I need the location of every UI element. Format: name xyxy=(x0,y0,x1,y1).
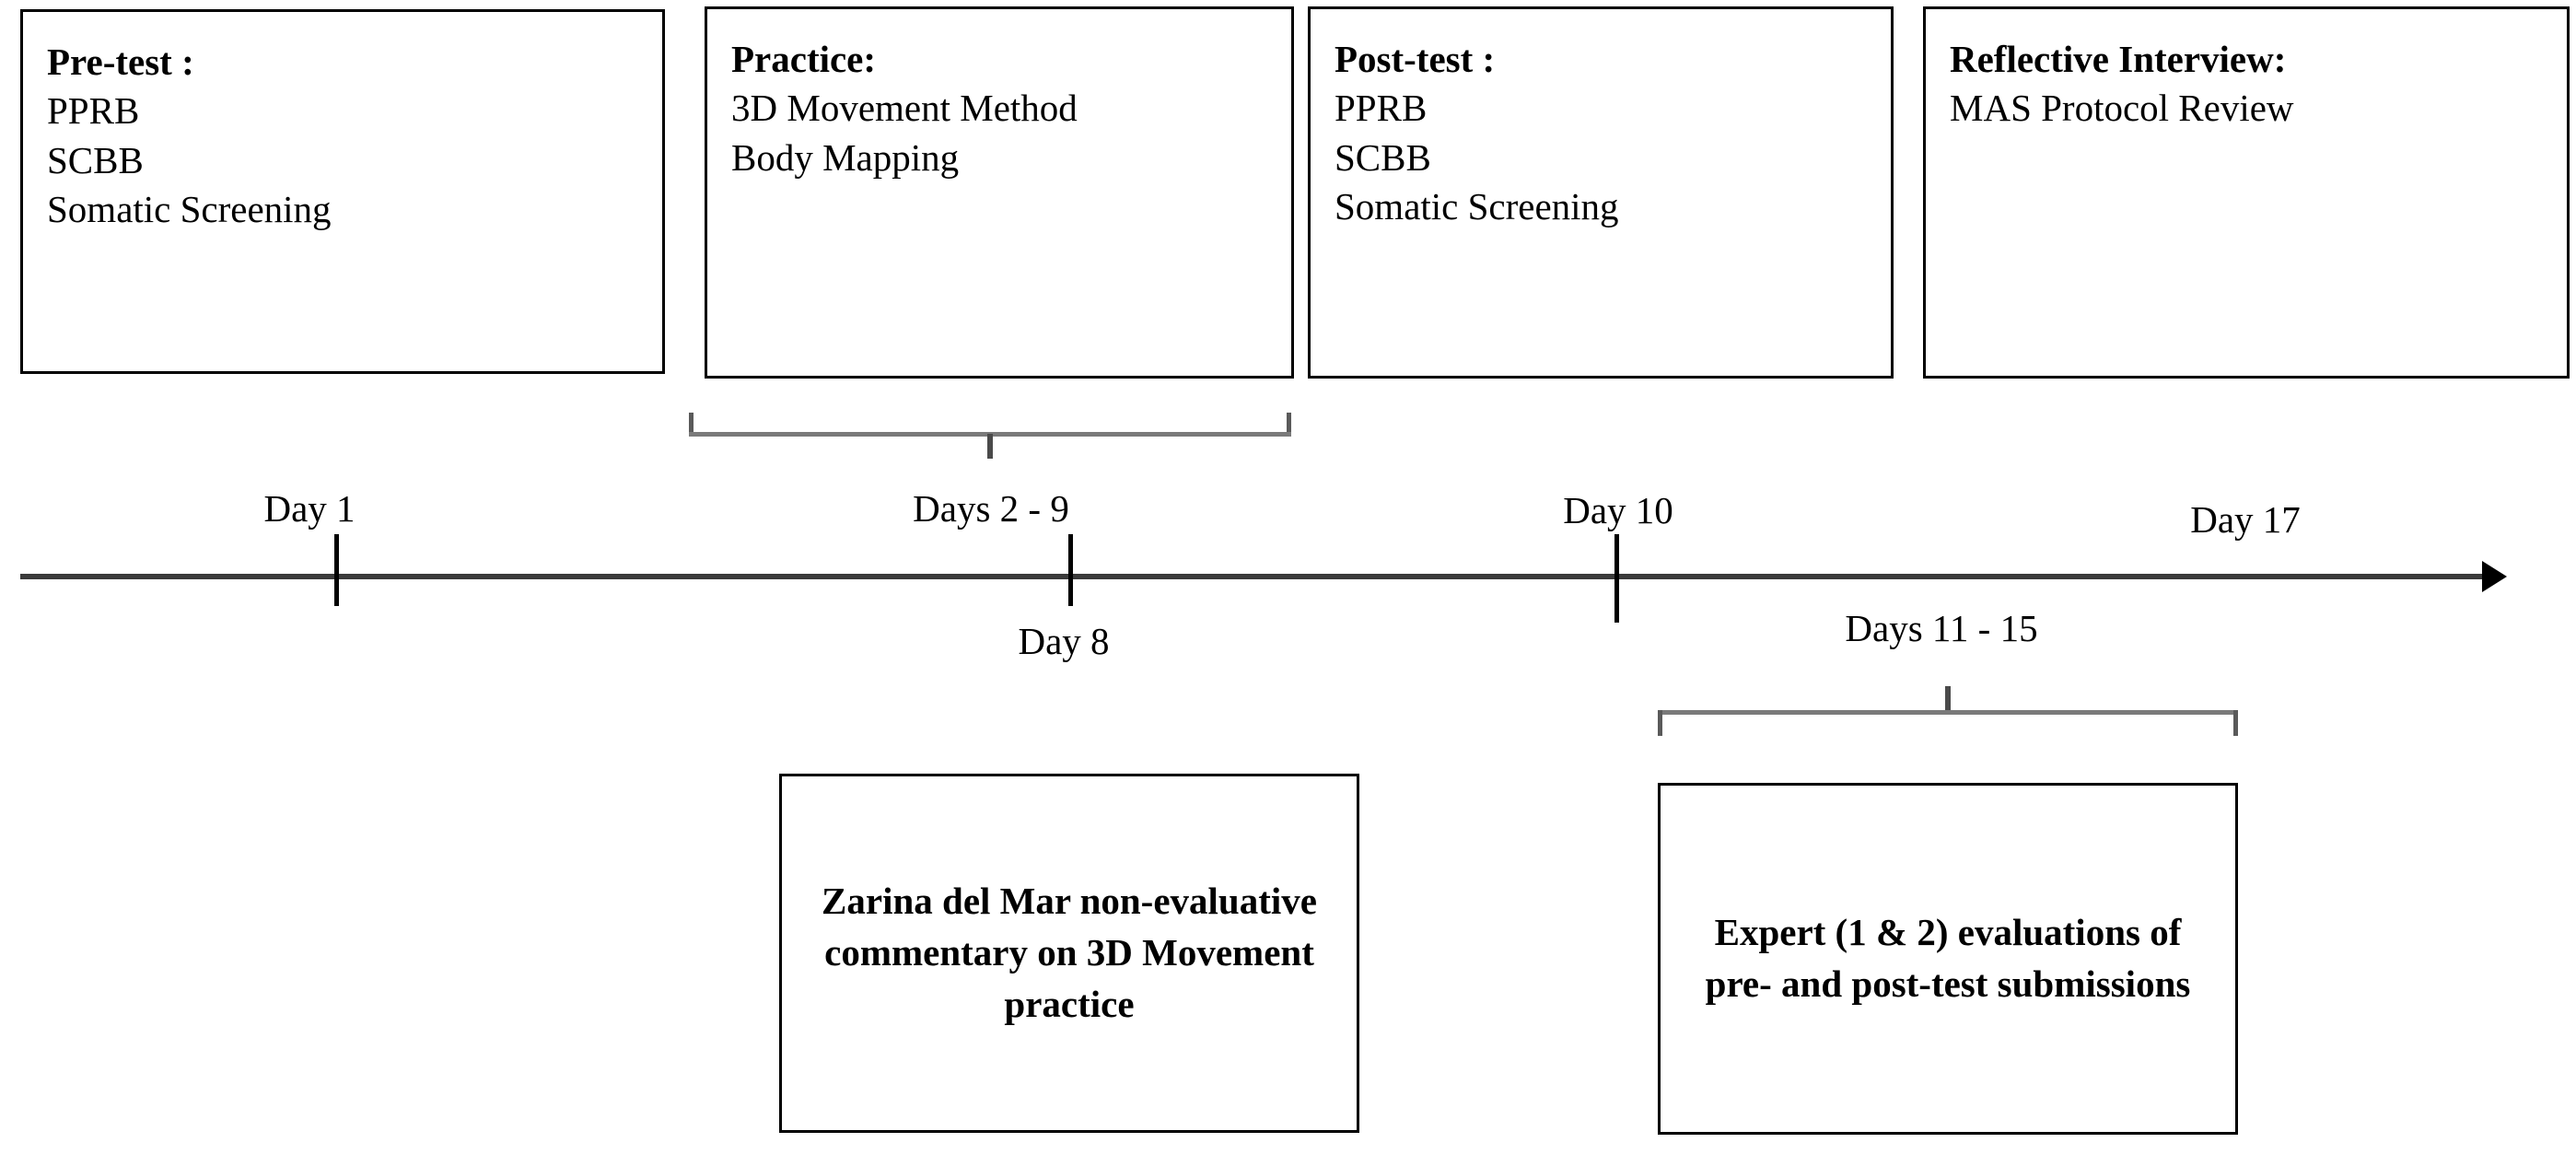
brace-tip-right xyxy=(2233,710,2238,736)
callout-text: Expert (1 & 2) evaluations of pre- and p… xyxy=(1705,911,2191,1005)
tick-day-10 xyxy=(1614,534,1619,623)
day-label-day-1: Day 1 xyxy=(263,487,356,530)
day-label-days-11-15: Days 11 - 15 xyxy=(1845,607,2038,649)
phase-box-line: MAS Protocol Review xyxy=(1950,87,2294,130)
brace-days-11-15 xyxy=(1658,686,2238,762)
phase-box-reflective-interview: Reflective Interview: MAS Protocol Revie… xyxy=(1923,6,2570,379)
callout-text: Zarina del Mar non-evaluative commentary… xyxy=(822,880,1317,1025)
brace-bar xyxy=(1658,710,2238,715)
timeline-arrow-icon xyxy=(2482,561,2507,592)
phase-box-line: 3D Movement Method xyxy=(731,87,1078,130)
phase-box-line: PPRB xyxy=(1335,87,1428,130)
day-label-day-17: Day 17 xyxy=(2190,498,2301,541)
callout-box-expert-evaluations: Expert (1 & 2) evaluations of pre- and p… xyxy=(1658,783,2238,1135)
phase-box-title: Practice: xyxy=(731,38,877,80)
phase-box-pre-test: Pre-test : PPRB SCBB Somatic Screening xyxy=(20,9,665,374)
phase-box-line: Somatic Screening xyxy=(47,187,332,230)
tick-day-8 xyxy=(1068,534,1073,606)
brace-stem xyxy=(1945,686,1951,711)
phase-box-post-test: Post-test : PPRB SCBB Somatic Screening xyxy=(1308,6,1894,379)
brace-stem xyxy=(987,434,993,459)
day-label-day-8: Day 8 xyxy=(1018,620,1110,662)
phase-box-title: Pre-test : xyxy=(47,41,194,83)
brace-tip-left xyxy=(689,413,694,437)
phase-box-line: Body Mapping xyxy=(731,135,960,179)
phase-box-title: Post-test : xyxy=(1335,38,1496,80)
phase-box-line: Somatic Screening xyxy=(1335,184,1619,227)
callout-box-zarina-del-mar: Zarina del Mar non-evaluative commentary… xyxy=(779,774,1359,1133)
phase-box-practice: Practice: 3D Movement Method Body Mappin… xyxy=(705,6,1294,379)
tick-day-1 xyxy=(334,534,339,606)
brace-tip-right xyxy=(1287,413,1291,437)
timeline-axis xyxy=(20,574,2487,579)
brace-days-2-9 xyxy=(689,387,1291,459)
phase-box-line: SCBB xyxy=(47,138,144,181)
day-label-days-2-9: Days 2 - 9 xyxy=(913,487,1069,530)
phase-box-line: SCBB xyxy=(1335,135,1431,179)
day-label-day-10: Day 10 xyxy=(1563,489,1673,531)
phase-box-title: Reflective Interview: xyxy=(1950,38,2287,80)
brace-tip-left xyxy=(1658,710,1662,736)
phase-box-line: PPRB xyxy=(47,89,140,133)
